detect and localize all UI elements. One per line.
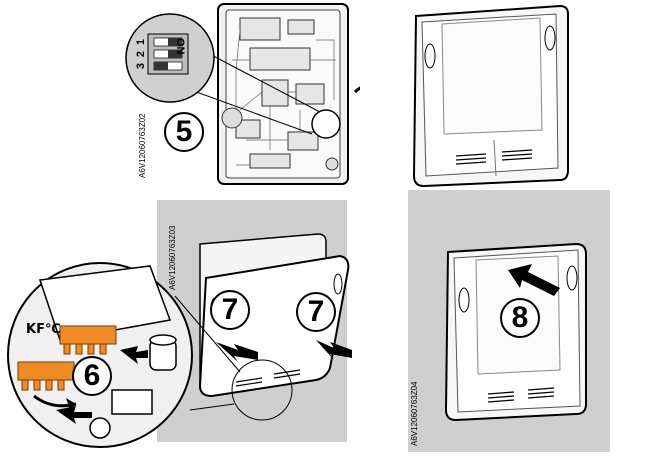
figure-code-top: A6V12060763Z02 — [138, 113, 147, 179]
connector-marking: KF℃ — [26, 322, 61, 337]
panel-front-cover — [400, 0, 580, 195]
step-7a-badge: 7 — [210, 290, 250, 330]
figure-code-bottom-left: A6V12060763Z03 — [168, 225, 177, 291]
panel-step-5: ON 1 2 3 5 A6V12060763Z02 — [0, 0, 360, 200]
figure-code-bottom-right: A6V12060763Z04 — [410, 381, 419, 447]
panel-step-8: 8 A6V12060763Z04 — [408, 190, 618, 460]
step-5-badge: 5 — [164, 112, 204, 152]
step-8-badge: 8 — [500, 298, 540, 338]
cover-illustration — [412, 4, 569, 188]
dip-position-2: 2 — [135, 50, 148, 58]
assembly-illustration — [7, 233, 352, 448]
dip-position-1: 1 — [135, 38, 148, 46]
step-6-badge: 6 — [72, 356, 112, 396]
dip-on-label: ON — [174, 38, 186, 55]
panel-step-6-7: KF℃ 6 7 7 A6V12060763Z03 — [0, 200, 360, 470]
pcb-illustration — [125, 3, 360, 185]
dip-position-3: 3 — [135, 62, 148, 70]
step-7b-badge: 7 — [296, 292, 336, 332]
